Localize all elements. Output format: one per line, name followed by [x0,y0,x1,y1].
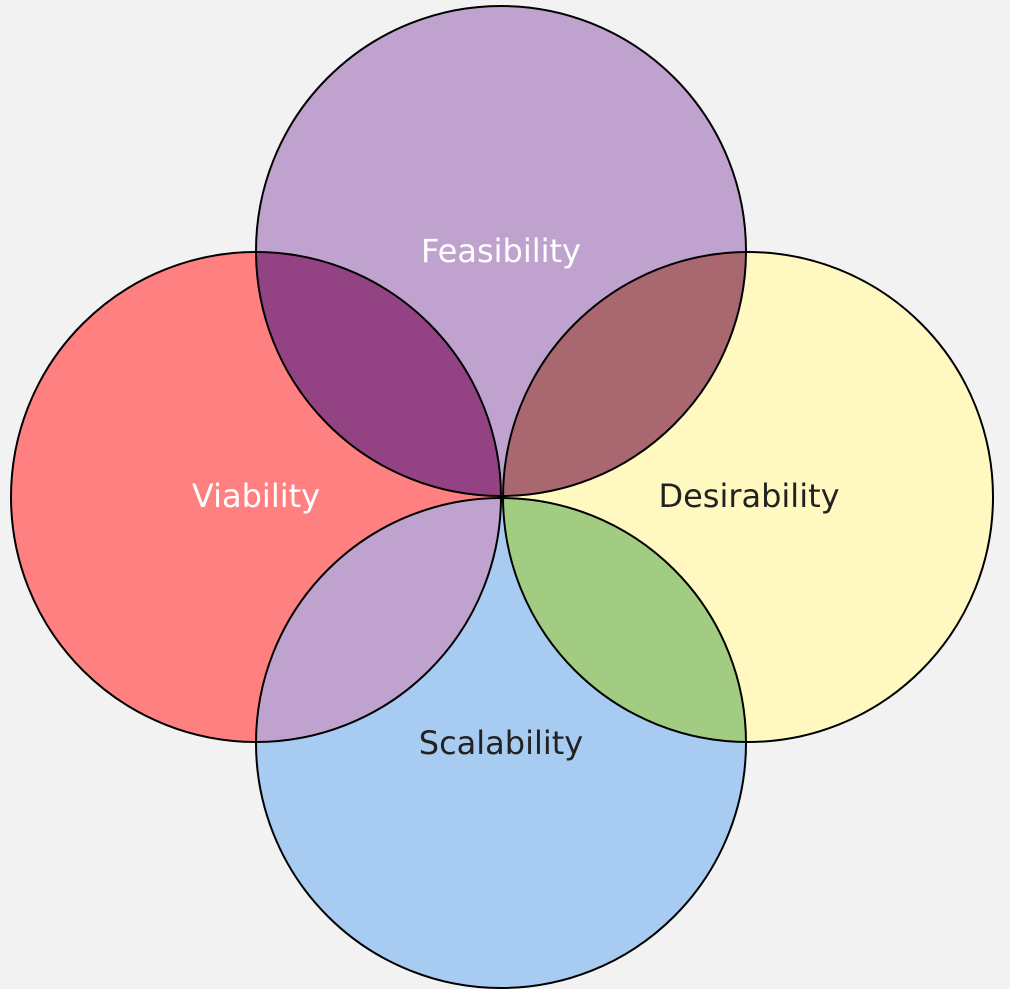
overlap-viability-scalability [256,498,501,742]
overlap-feasibility-viability [256,252,501,496]
overlap-feasibility-desirability [503,252,746,496]
desirability-outline [502,251,994,743]
overlap-desirability-scalability [503,498,746,742]
scalability-label: Scalability [419,724,583,762]
feasibility-label: Feasibility [421,232,581,270]
scalability-outline [255,497,747,989]
feasibility-outline [255,5,747,497]
viability-label: Viability [192,477,320,515]
desirability-label: Desirability [658,477,839,515]
